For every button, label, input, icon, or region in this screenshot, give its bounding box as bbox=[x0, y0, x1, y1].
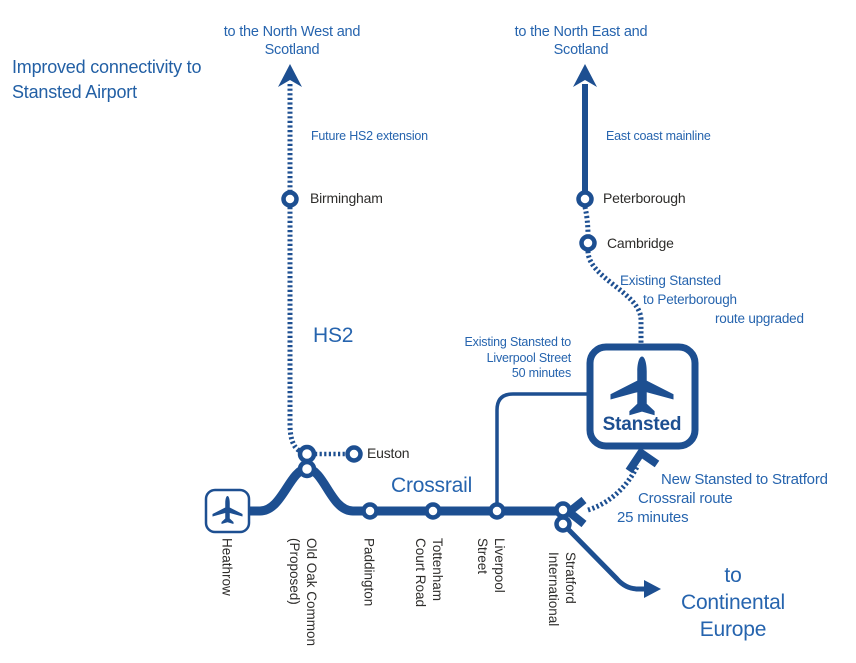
liverpool-stansted-line bbox=[495, 392, 588, 505]
station-label-old-oak-common: Old Oak Common (Proposed) bbox=[287, 538, 319, 647]
station-liverpool-street bbox=[488, 502, 506, 520]
stansted-chevron-icon bbox=[625, 447, 660, 474]
direction-north-west: to the North West and Scotland bbox=[223, 24, 361, 58]
label-hs2: HS2 bbox=[313, 324, 354, 347]
station-label-euston: Euston bbox=[367, 445, 410, 461]
label-east-coast-mainline: East coast mainline bbox=[606, 129, 711, 143]
station-label-liverpool-street: Liverpool Street bbox=[475, 538, 507, 593]
station-label-birmingham: Birmingham bbox=[310, 190, 383, 206]
station-stratford-lower bbox=[554, 515, 572, 533]
label-stratford-crossrail-route: New Stansted to Stratford Crossrail rout… bbox=[617, 471, 828, 526]
station-birmingham bbox=[281, 190, 299, 208]
station-euston bbox=[345, 445, 363, 463]
north-east-arrow-icon bbox=[573, 64, 597, 87]
label-crossrail: Crossrail bbox=[391, 474, 473, 497]
station-label-cambridge: Cambridge bbox=[607, 235, 674, 251]
cambridge-stansted-line bbox=[585, 250, 644, 345]
hs2-line-lower bbox=[287, 207, 302, 454]
station-peterborough bbox=[576, 190, 594, 208]
station-tottenham-court-road bbox=[424, 502, 442, 520]
station-old-oak-upper bbox=[297, 444, 317, 464]
page-title: Improved connectivity to Stansted Airpor… bbox=[12, 57, 202, 102]
station-stratford-upper bbox=[554, 501, 572, 519]
direction-north-east: to the North East and Scotland bbox=[514, 24, 648, 58]
station-old-oak-lower bbox=[297, 459, 317, 479]
station-label-peterborough: Peterborough bbox=[603, 190, 686, 206]
label-liverpool-street-route: Existing Stansted to Liverpool Street 50… bbox=[464, 335, 572, 380]
continental-arrow-icon bbox=[644, 580, 661, 598]
label-peterborough-route-upgraded: Existing Stansted to Peterborough route … bbox=[620, 273, 804, 326]
north-west-arrow-icon bbox=[278, 64, 302, 87]
station-label-heathrow: Heathrow bbox=[219, 538, 235, 596]
station-label-stratford-international: Stratford International bbox=[546, 552, 578, 627]
peterborough-cambridge-line bbox=[582, 206, 591, 237]
station-cambridge bbox=[579, 234, 597, 252]
direction-continental-europe: to Continental Europe bbox=[680, 564, 786, 641]
station-label-paddington: Paddington bbox=[361, 538, 377, 607]
station-paddington bbox=[361, 502, 379, 520]
label-future-hs2-extension: Future HS2 extension bbox=[311, 129, 428, 143]
stansted-stratford-route bbox=[587, 463, 641, 513]
station-label-stansted: Stansted bbox=[602, 414, 682, 435]
station-label-tottenham-court-road: Tottenham Court Road bbox=[413, 538, 445, 608]
continental-line bbox=[564, 525, 645, 592]
